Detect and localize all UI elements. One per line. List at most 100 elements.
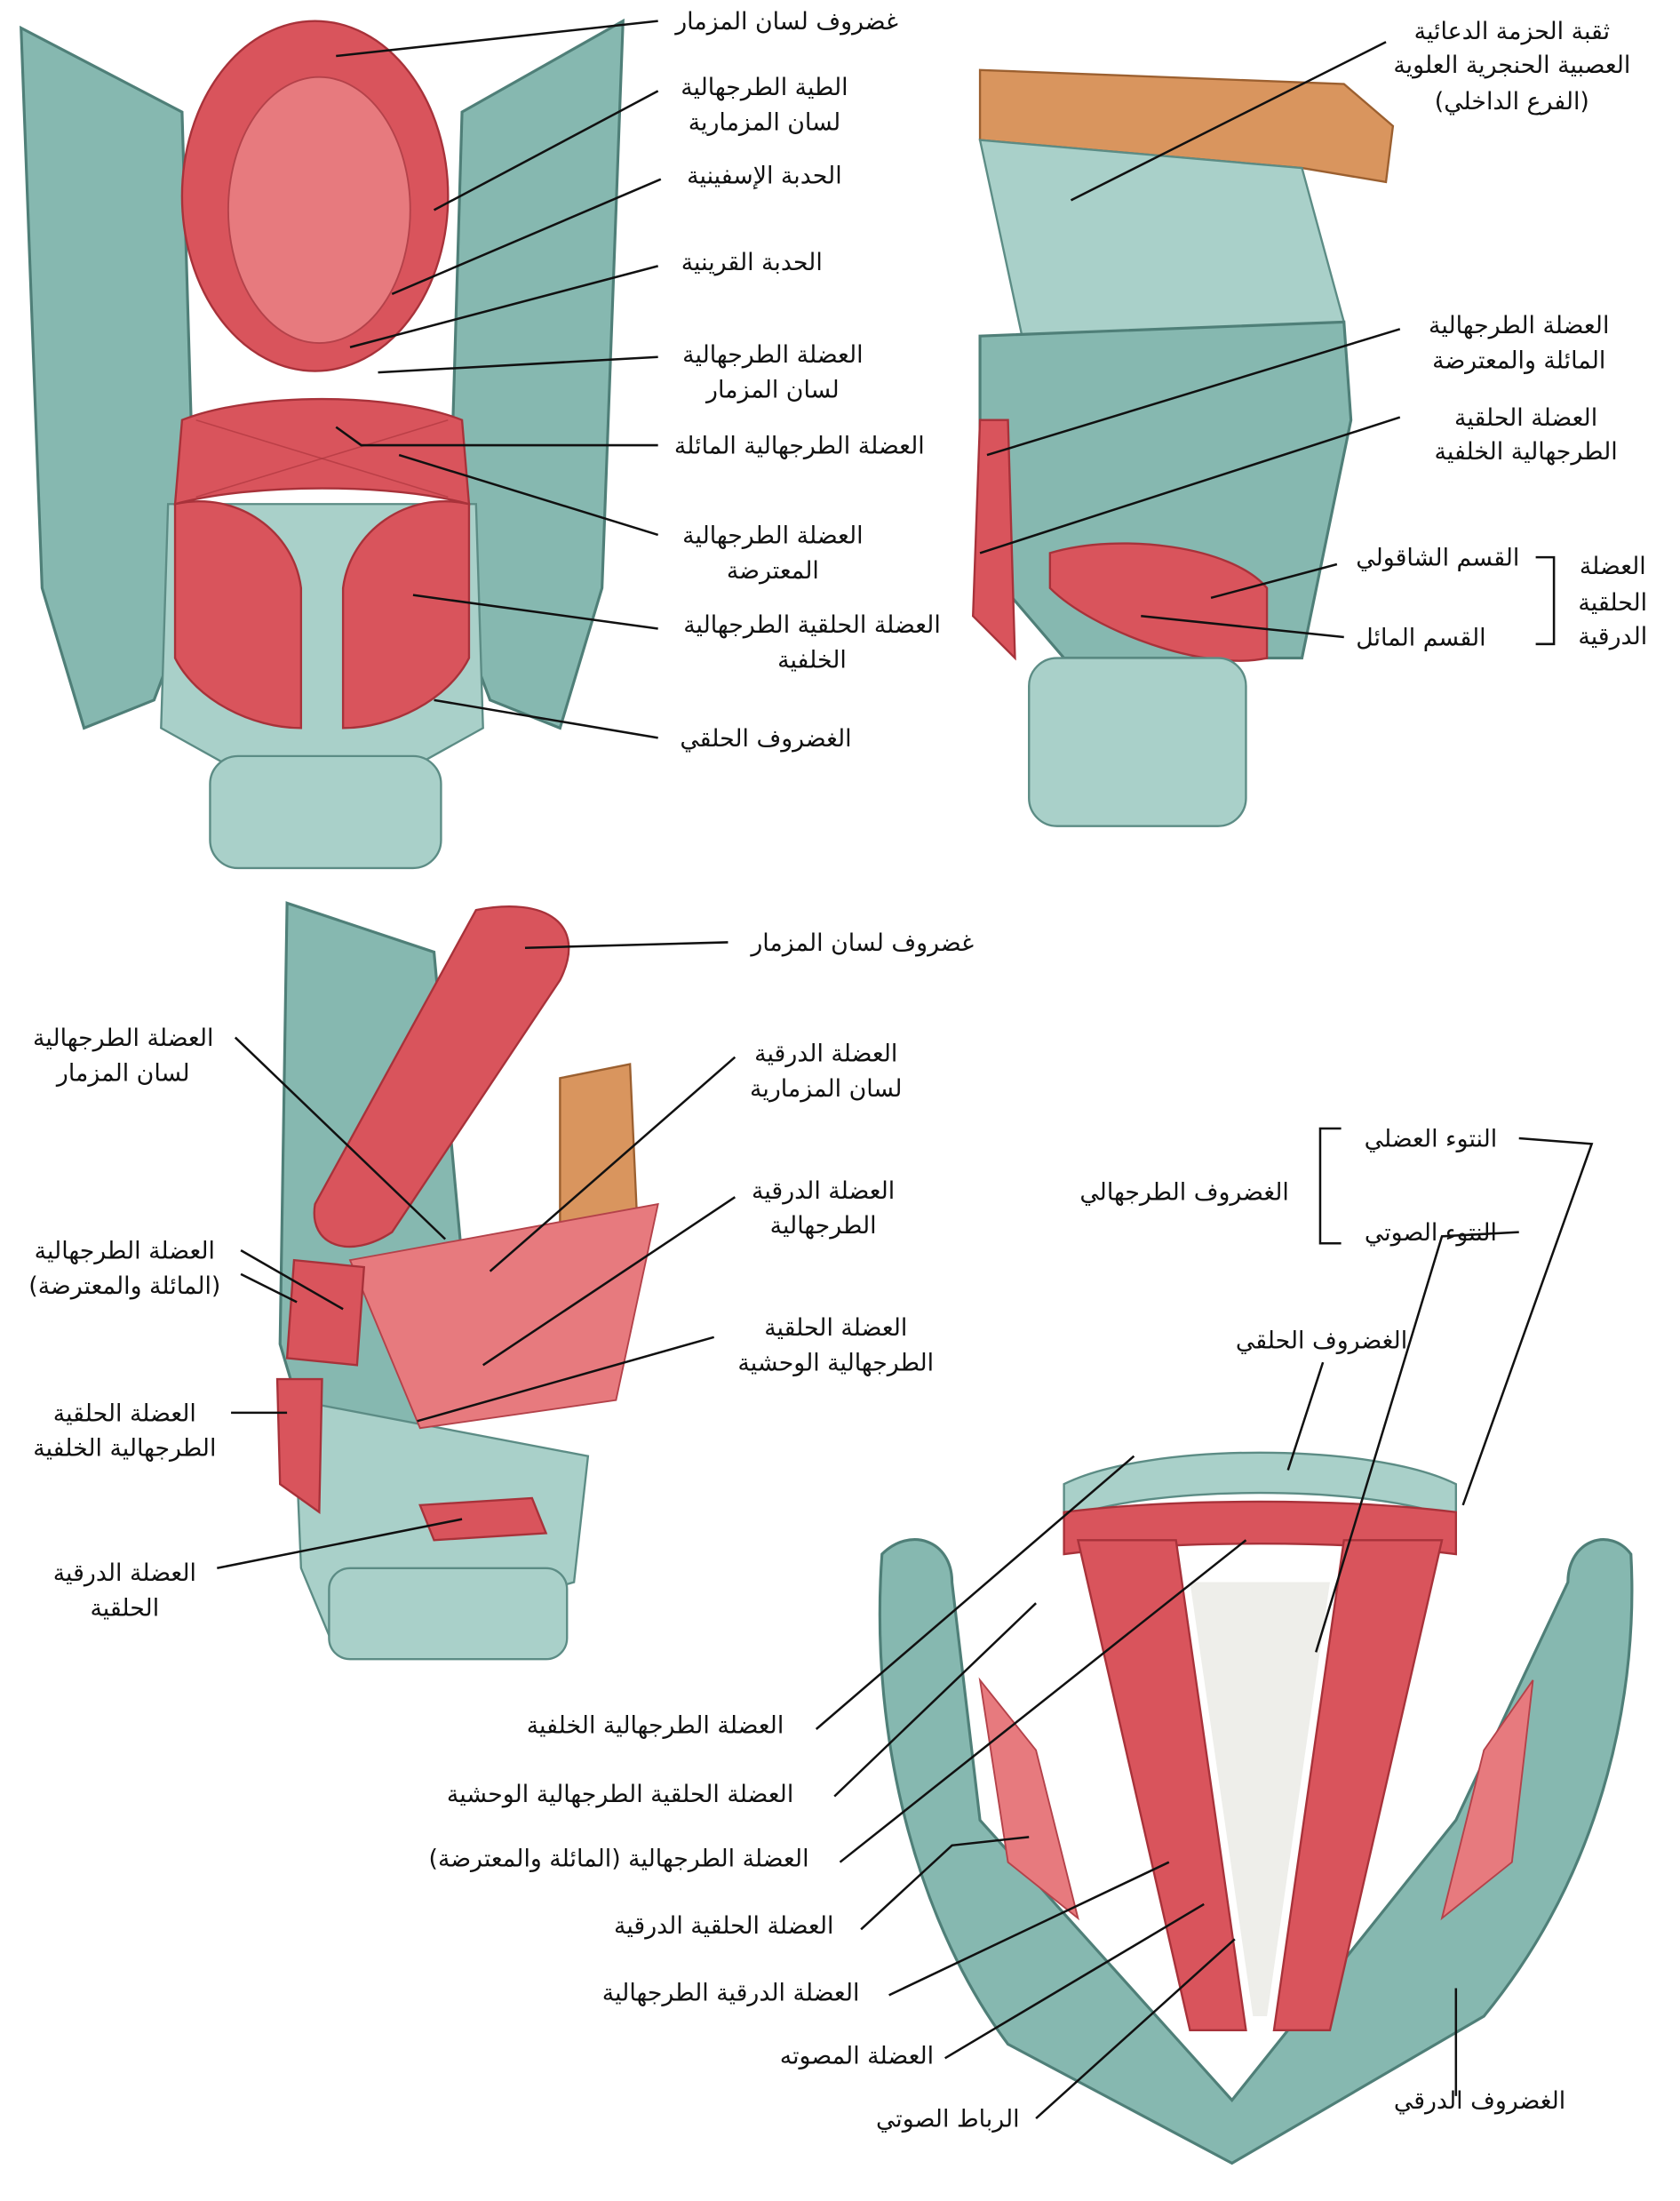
lateral-cricoarytenoid-left [978, 1677, 1079, 1921]
leader-line [833, 1602, 1037, 1798]
label-vocal-process: النتوء الصوتي [1365, 1219, 1497, 1247]
label-posterior-cricoarytenoid: العضلة الحلقية الطرجهالية [683, 611, 941, 639]
posterior-cricoarytenoid-muscle [173, 500, 471, 730]
label-straight-part: القسم الشاقولي [1356, 545, 1519, 572]
label-aryepiglottic-fold: الطية الطرجهالية [681, 74, 848, 101]
lateral-cricoarytenoid-right [1440, 1679, 1534, 1921]
epiglottis [313, 905, 570, 1248]
leader-line [417, 1336, 715, 1423]
epiglottis-inner [227, 76, 411, 344]
label-aryepiglottic-muscle-line2: لسان المزمار [705, 376, 840, 403]
label-thyroarytenoid: العضلة الدرقية [752, 1177, 895, 1205]
leader-line [217, 1518, 463, 1570]
label-cricoid-cartilage: الغضروف الحلقي [680, 725, 851, 753]
label-oblique-part: القسم المائل [1356, 624, 1485, 651]
label-transverse-arytenoid-line2: المعترضة [727, 557, 819, 585]
figure-superior-view [878, 1451, 1634, 2165]
label-arytenoid-cartilage: الغضروف الطرجهالي [1079, 1178, 1288, 1206]
label-cricoid-cartilage: الغضروف الحلقي [1236, 1327, 1407, 1354]
thyrohyoid-membrane [978, 139, 1346, 338]
leader-line [1210, 562, 1338, 600]
thyroarytenoid-muscle [348, 1202, 659, 1430]
label-epiglottic-cartilage: غضروف لسان المزمار [749, 929, 974, 957]
leader-line [240, 1272, 298, 1304]
leader-line [391, 178, 662, 296]
label-epiglottic-cartilage: غضروف لسان المزمار [673, 8, 898, 36]
posterior-cricoarytenoid [275, 1377, 323, 1515]
label-posterior-cricoarytenoid-line2: الطرجهالية الخلفية [33, 1435, 216, 1463]
leader-line [336, 20, 658, 58]
label-posterior-arytenoid: العضلة الطرجهالية الخلفية [527, 1712, 784, 1740]
figure-lateral-dissected [275, 901, 659, 1661]
label-aryepiglottic-line2: لسان المزمار [55, 1059, 190, 1087]
label-aryepiglottic-muscle: العضلة الطرجهالية [682, 341, 863, 369]
thyroid-cartilage-right-lamina [446, 18, 625, 730]
label-arytenoid-oblique-transverse: العضلة الطرجهالية [1429, 312, 1609, 339]
label-lateral-cricoarytenoid-line2: الطرجهالية الوحشية [737, 1350, 934, 1377]
label-thyroepiglottic-line2: لسان المزمارية [750, 1075, 902, 1103]
figure-posterior-view [20, 18, 625, 870]
label-posterior-cricoarytenoid-line2: الخلفية [777, 647, 847, 674]
label-lateral-cricoarytenoid: العضلة الحلقية الطرجهالية الوحشية [447, 1781, 793, 1808]
label-posterior-cricoarytenoid-line2: الطرجهالية الخلفية [1435, 438, 1618, 466]
leader-line [815, 1455, 1135, 1730]
label-aryepiglottic-fold-line2: لسان المزمارية [689, 109, 840, 137]
trachea [328, 1567, 569, 1661]
leader-line [349, 265, 658, 348]
posterior-cricoarytenoid-lateral [971, 419, 1016, 661]
label-cuneiform-tubercle: الحدبة الإسفينية [687, 162, 841, 189]
leader-line [434, 698, 658, 739]
leader-line [412, 594, 658, 630]
label-transverse-arytenoid: العضلة الطرجهالية [682, 522, 863, 549]
label-thyroid-cartilage: الغضروف الدرقي [1394, 2087, 1565, 2115]
thyroarytenoid-right [1272, 1539, 1444, 2031]
leader-line [1315, 1231, 1519, 1653]
oblique-fiber [195, 419, 449, 498]
leader-line [1461, 1136, 1594, 1506]
label-cricothyroid-line3: الدرقية [1578, 623, 1647, 650]
label-cricothyroid: العضلة [1580, 553, 1646, 580]
arytenoid-muscles [285, 1258, 366, 1367]
leader-line [979, 416, 1401, 554]
label-foramen-line3: (الفرع الداخلي) [1435, 88, 1589, 116]
leader-line [1141, 615, 1344, 639]
figure-lateral-view [971, 68, 1395, 827]
label-cricothyroid: العضلة الحلقية الدرقية [614, 1912, 833, 1940]
label-foramen: ثقبة الحزمة الدعائية [1414, 18, 1610, 45]
label-corniculate-tubercle: الحدبة القرينية [681, 249, 823, 276]
leader-line [1035, 1938, 1236, 2119]
thyroarytenoid-left [1076, 1539, 1247, 2031]
label-arytenoid: العضلة الطرجهالية [35, 1238, 215, 1265]
leader-line [888, 1861, 1170, 1997]
labels: غضروف لسان المزمار الطية الطرجهالية لسان… [28, 8, 1647, 2133]
leader-line [860, 1836, 1030, 1931]
label-cricothyroid: العضلة الدرقية [53, 1559, 196, 1587]
label-aryepiglottic: العضلة الطرجهالية [33, 1025, 213, 1052]
leader-line [433, 90, 659, 211]
bracket [1535, 555, 1556, 646]
leader-line [240, 1249, 344, 1311]
leader-line [944, 1902, 1205, 2060]
label-arytenoid-oblique-transverse-line2: المائلة والمعترضة [1432, 347, 1605, 374]
label-cricothyroid-line2: الحلقية [90, 1594, 159, 1622]
leader-line [335, 426, 658, 447]
label-posterior-cricoarytenoid: العضلة الحلقية [53, 1400, 196, 1427]
leader-line [1286, 1361, 1325, 1471]
label-cricothyroid-line2: الحلقية [1578, 589, 1647, 617]
label-vocalis: العضلة المصوته [780, 2043, 934, 2070]
label-thyroepiglottic: العضلة الدرقية [754, 1040, 897, 1067]
label-arytenoid-line2: (المائلة والمعترضة) [28, 1272, 220, 1300]
rima-glottidis [1190, 1582, 1330, 2017]
bracket [1318, 1127, 1342, 1245]
leader-line [234, 1036, 447, 1240]
label-oblique-arytenoid: العضلة الطرجهالية المائلة [674, 433, 925, 460]
cricoid-and-trachea [1028, 657, 1247, 827]
leader-line [839, 1539, 1247, 1863]
leader-line [489, 1056, 736, 1272]
label-vocal-ligament: الرباط الصوتي [876, 2105, 1020, 2133]
label-thyroarytenoid-line2: الطرجهالية [770, 1212, 877, 1240]
thyroid-cartilage [878, 1538, 1634, 2165]
label-foramen-line2: العصبية الحنجرية العلوية [1393, 52, 1630, 79]
